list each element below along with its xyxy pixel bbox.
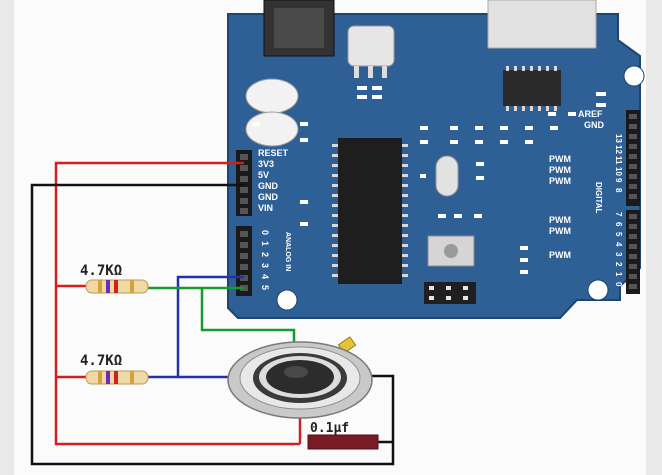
pwm-label-9: PWM <box>549 176 571 186</box>
digital-pin-10: 10 <box>614 167 623 176</box>
usb-connector <box>487 0 597 49</box>
analog-pin-0: 0 <box>260 230 270 235</box>
wire-black-gnd <box>30 183 395 466</box>
mounting-hole <box>276 289 298 311</box>
crystal <box>435 155 459 197</box>
digital-pin-12: 12 <box>614 145 623 154</box>
digital-pin-0: 0 <box>614 282 623 287</box>
resistor-top-label: 4.7KΩ <box>80 263 122 279</box>
regulator-pin <box>382 66 387 78</box>
pwm-label-3: PWM <box>549 250 571 260</box>
analog-pin-2: 2 <box>260 252 270 257</box>
digital-pin-3: 3 <box>614 252 623 257</box>
sensor-can <box>227 336 373 419</box>
board-body <box>227 13 641 319</box>
mounting-hole <box>587 279 609 301</box>
digital-pin-8: 8 <box>614 188 623 193</box>
power-jack-inner <box>274 8 324 48</box>
gnd-label: GND <box>584 120 605 130</box>
digital-label: DIGITAL <box>594 182 603 214</box>
board-capacitor-2 <box>245 111 299 147</box>
pin-label-3v3: 3V3 <box>258 159 274 169</box>
pin-label-reset: RESET <box>258 148 289 158</box>
pwm-label-10: PWM <box>549 165 571 175</box>
left-margin <box>0 0 14 475</box>
resistor-bottom <box>85 370 149 385</box>
analog-pin-4: 4 <box>260 274 270 279</box>
board-capacitor-1 <box>245 78 299 114</box>
pin-label-gnd-2: GND <box>258 192 279 202</box>
capacitor-label: 0.1μf <box>310 421 349 436</box>
analog-pin-1: 1 <box>260 241 270 246</box>
aref-label: AREF <box>578 109 603 119</box>
digital-header-bottom <box>626 210 640 294</box>
digital-pin-13: 13 <box>614 134 623 143</box>
pin-label-5v: 5V <box>258 170 269 180</box>
right-margin <box>646 0 662 475</box>
resistor-top <box>85 279 149 294</box>
pwm-label-6: PWM <box>549 215 571 225</box>
analog-header <box>236 226 252 296</box>
resistor-bottom-label: 4.7KΩ <box>80 353 122 369</box>
wire-blue-a4 <box>146 275 244 379</box>
regulator-pin <box>354 66 359 78</box>
digital-pin-4: 4 <box>614 242 623 247</box>
power-header <box>236 150 252 216</box>
usb-chip <box>503 70 561 106</box>
pwm-label-5: PWM <box>549 226 571 236</box>
atmega-chip <box>338 138 402 284</box>
smd-marks <box>252 86 606 274</box>
voltage-regulator <box>347 25 395 67</box>
digital-pin-9: 9 <box>614 178 623 183</box>
analog-pin-5: 5 <box>260 285 270 290</box>
mounting-hole <box>623 65 645 87</box>
digital-pin-1: 1 <box>614 272 623 277</box>
reset-button-cap <box>444 244 458 258</box>
pwm-label-11: PWM <box>549 154 571 164</box>
arduino-board: RESET 3V3 5V GND GND VIN 0 1 2 3 4 5 ANA… <box>227 0 645 319</box>
capacitor-body <box>307 434 379 450</box>
digital-pin-6: 6 <box>614 222 623 227</box>
wire-green-sensor <box>200 288 296 344</box>
digital-pin-5: 5 <box>614 232 623 237</box>
analog-pin-3: 3 <box>260 263 270 268</box>
pin-label-vin: VIN <box>258 203 273 213</box>
regulator-pin <box>368 66 373 78</box>
digital-pin-11: 11 <box>614 156 623 165</box>
pin-label-gnd-1: GND <box>258 181 279 191</box>
wire-red-3v3 <box>54 161 300 446</box>
digital-pin-2: 2 <box>614 262 623 267</box>
digital-pin-7: 7 <box>614 212 623 217</box>
icsp-header <box>424 282 476 304</box>
chip-pins <box>332 144 408 277</box>
analog-in-label: ANALOG IN <box>284 232 291 271</box>
